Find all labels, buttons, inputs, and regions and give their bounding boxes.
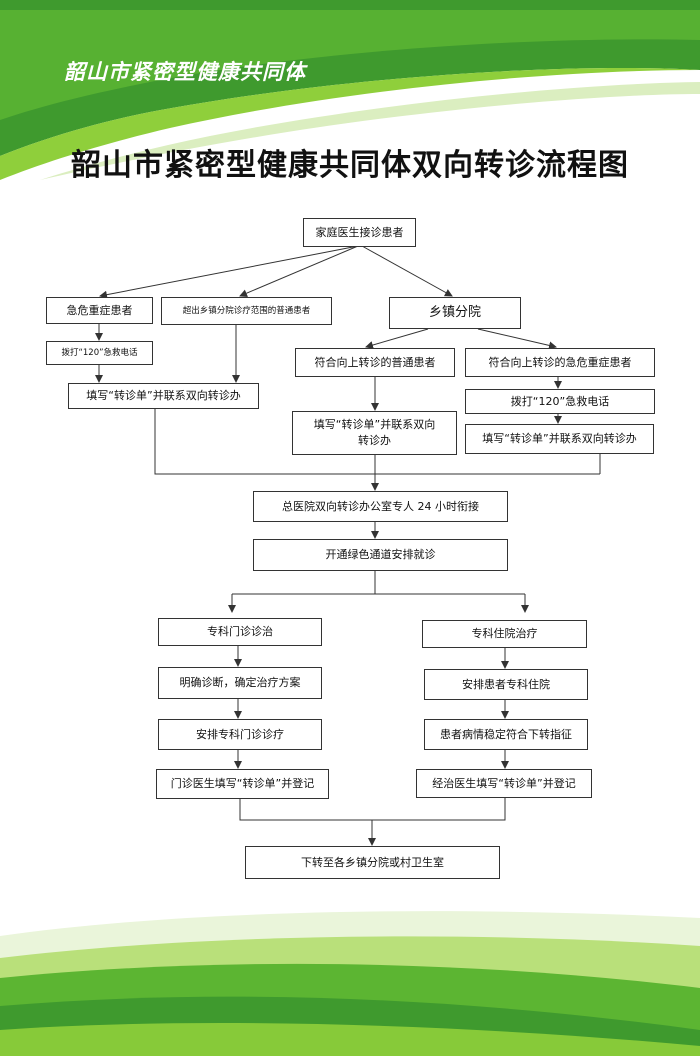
node-outpatient-register: 门诊医生填写“转诊单”并登记: [156, 769, 329, 799]
connector-merge: [154, 409, 600, 475]
node-critical-up: 符合向上转诊的急危重症患者: [465, 348, 655, 377]
node-start: 家庭医生接诊患者: [303, 218, 416, 247]
node-outpatient-diagnose: 明确诊断，确定治疗方案: [158, 667, 322, 699]
node-inpatient-title: 专科住院治疗: [422, 620, 587, 648]
node-call-120-right: 拨打“120”急救电话: [465, 389, 655, 414]
node-call-120-left: 拨打“120”急救电话: [46, 341, 153, 365]
node-township: 乡镇分院: [389, 297, 521, 329]
page-title: 韶山市紧密型健康共同体双向转诊流程图: [71, 148, 629, 183]
node-end: 下转至各乡镇分院或村卫生室: [245, 846, 500, 879]
node-fill-form-normal: 填写“转诊单”并联系双向转诊办: [292, 411, 457, 455]
org-name: 韶山市紧密型健康共同体: [64, 59, 306, 84]
node-beyond-scope: 超出乡镇分院诊疗范围的普通患者: [161, 297, 332, 325]
node-outpatient-title: 专科门诊诊治: [158, 618, 322, 646]
node-green-channel: 开通绿色通道安排就诊: [253, 539, 508, 571]
node-inpatient-stable: 患者病情稳定符合下转指征: [424, 719, 588, 750]
node-inpatient-admit: 安排患者专科住院: [424, 669, 588, 700]
connector-start-township: [361, 245, 453, 297]
node-hospital-receive: 总医院双向转诊办公室专人 24 小时衔接: [253, 491, 508, 522]
node-outpatient-arrange: 安排专科门诊诊疗: [158, 719, 322, 750]
connector-final-merge: [239, 798, 506, 821]
node-critical-patient: 急危重症患者: [46, 297, 153, 324]
connector-start-beyond: [239, 245, 359, 297]
node-fill-form-left: 填写“转诊单”并联系双向转诊办: [68, 383, 259, 409]
node-normal-up: 符合向上转诊的普通患者: [295, 348, 455, 377]
connector-township-normal: [365, 328, 429, 349]
node-inpatient-register: 经治医生填写“转诊单”并登记: [416, 769, 592, 798]
connector-start-critical: [99, 245, 359, 299]
connector-township-critical: [477, 328, 557, 350]
node-fill-form-critical: 填写“转诊单”并联系双向转诊办: [465, 424, 654, 454]
